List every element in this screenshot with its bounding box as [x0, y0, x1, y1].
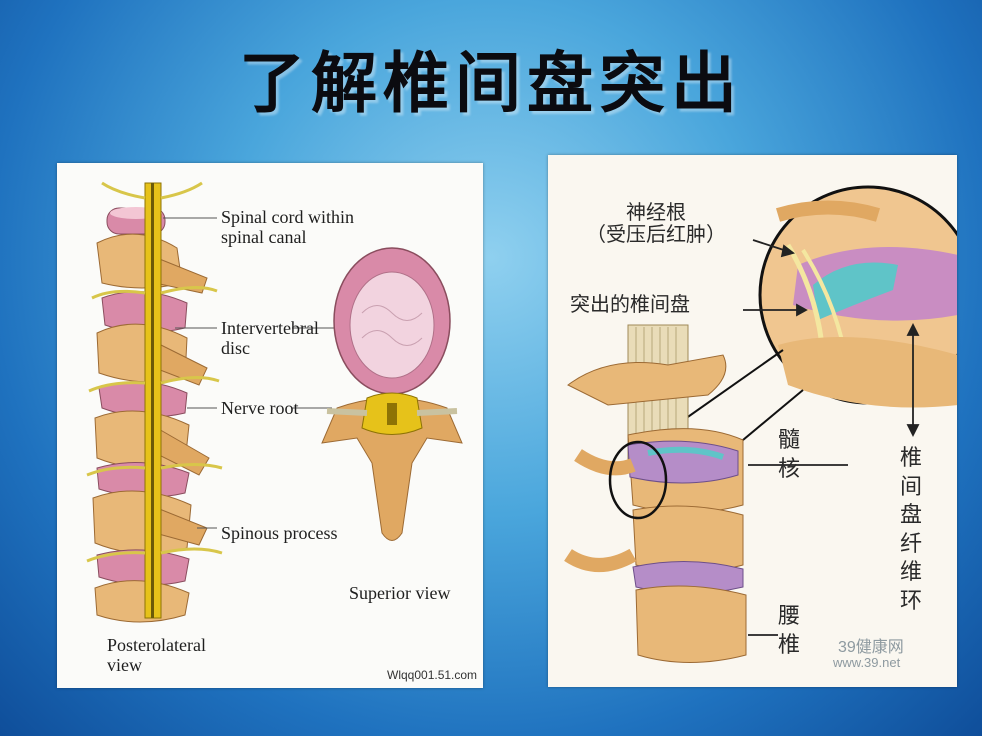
watermark: Wlqq001.51.com [387, 668, 478, 682]
label-spinal-cord: Spinal cord within spinal canal [221, 207, 354, 248]
logo-39-url: www.39.net [833, 655, 901, 670]
label-annulus-fibrosus: 椎 间 盘 纤 维 环 [899, 446, 922, 614]
label-nerve-root-cn: 神经根 （受压后红肿） [586, 200, 726, 247]
spine-illustration [86, 181, 463, 623]
disc-herniation-image: 神经根 （受压后红肿） 突出的椎间盘 髓 核 椎 间 盘 纤 维 环 腰 椎 3… [548, 155, 957, 687]
label-superior-view: Superior view [349, 583, 451, 603]
label-intervertebral-disc: Intervertebral disc [221, 318, 319, 359]
label-nerve-root: Nerve root [221, 398, 299, 418]
lumbar-spine [564, 324, 747, 663]
spine-anatomy-image: Spinal cord within spinal canal Interver… [57, 163, 483, 688]
annotation-arrows [743, 239, 920, 636]
superior-view-diagram [321, 247, 463, 541]
vertebral-column [86, 181, 223, 623]
label-lumbar: 腰 椎 [777, 604, 800, 658]
label-spinous-process: Spinous process [221, 523, 338, 543]
herniation-illustration [564, 185, 957, 663]
magnified-detail [758, 185, 957, 408]
slide-title: 了解椎间盘突出 [239, 45, 743, 122]
logo-39-name: 39健康网 [838, 639, 904, 656]
label-herniated-disc: 突出的椎间盘 [570, 292, 690, 316]
label-nucleus: 髓 核 [777, 428, 800, 482]
label-posterolateral-view: Posterolateral view [107, 635, 206, 676]
